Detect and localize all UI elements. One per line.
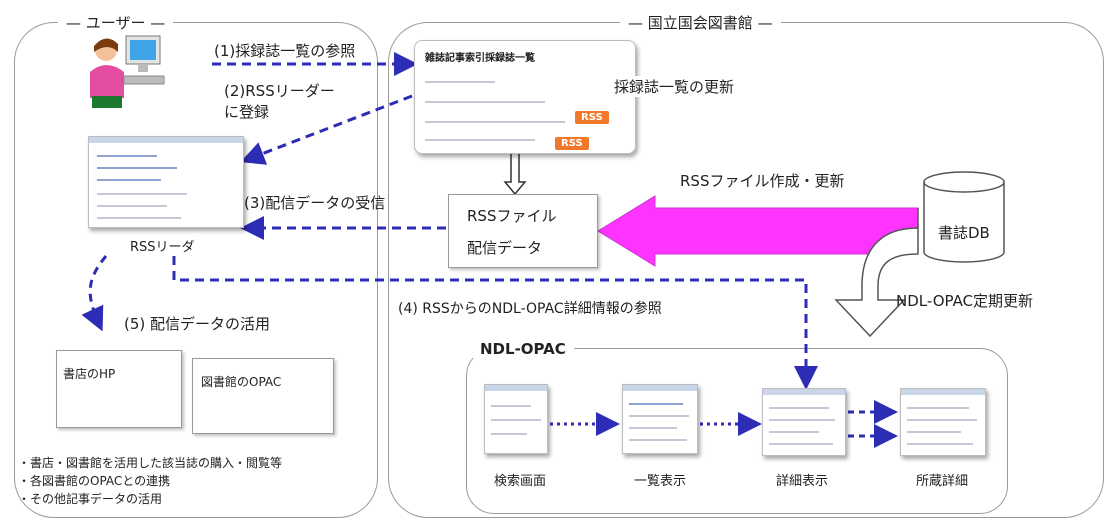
rss-reader-label: RSSリーダ (130, 240, 195, 255)
opac-holdings-screen (900, 388, 986, 456)
bullet-3: ・その他記事データの活用 (18, 492, 163, 506)
journal-list-screenshot: 雑誌記事索引採録誌一覧 RSS RSS (414, 40, 636, 154)
user-icon (90, 35, 165, 108)
arrow-step5 (81, 255, 108, 332)
journal-list-title: 雑誌記事索引採録誌一覧 (425, 53, 535, 64)
rss-badge-2: RSS (555, 137, 589, 150)
step2-label-line1: (2)RSSリーダー (224, 82, 335, 100)
delivery-data-label: 配信データ (467, 239, 543, 257)
arrow-step4 (172, 256, 818, 390)
arrow-step2 (240, 94, 413, 165)
ndl-panel-title: — 国立国会図書館 — (620, 12, 781, 33)
rss-badge-1: RSS (575, 111, 609, 124)
opac-holdings-label: 所蔵詳細 (916, 474, 969, 489)
opac-panel-title: NDL-OPAC (472, 340, 574, 358)
step5-label: (5) 配信データの活用 (124, 315, 271, 333)
opac-update-label: NDL-OPAC定期更新 (896, 292, 1034, 310)
user-panel (14, 22, 378, 518)
library-opac-box: 図書館のOPAC (192, 358, 334, 434)
db-label: 書誌DB (938, 224, 990, 242)
opac-panel (466, 348, 1008, 514)
opac-list-screen (622, 384, 698, 454)
rss-reader-screenshot (88, 136, 244, 228)
step1-label: (1)採録誌一覧の参照 (214, 42, 356, 60)
rss-file-label: RSSファイル (467, 207, 557, 225)
bookstore-hp-label: 書店のHP (63, 367, 116, 381)
opac-detail-screen (762, 388, 846, 456)
arrow-list-to-file (503, 151, 527, 196)
opac-list-label: 一覧表示 (634, 474, 687, 489)
library-opac-label: 図書館のOPAC (201, 375, 282, 389)
user-panel-title: — ユーザー — (58, 12, 174, 33)
list-update-label: 採録誌一覧の更新 (614, 76, 735, 97)
bookstore-hp-box: 書店のHP (56, 350, 182, 428)
db-cylinder (923, 171, 1005, 263)
step2-label-line2: に登録 (224, 103, 270, 121)
arrow-db-to-opac (834, 208, 919, 338)
opac-detail-label: 詳細表示 (776, 474, 829, 489)
rss-file-box: RSSファイル 配信データ (448, 194, 598, 268)
rss-create-label: RSSファイル作成・更新 (680, 172, 845, 190)
opac-search-screen (484, 384, 548, 454)
bullet-2: ・各図書館のOPACとの連携 (18, 474, 171, 488)
step4-label: (4) RSSからのNDL-OPAC詳細情報の参照 (398, 301, 662, 317)
step3-label: (3)配信データの受信 (244, 194, 386, 212)
opac-search-label: 検索画面 (494, 474, 547, 489)
bullet-1: ・書店・図書館を活用した該当誌の購入・閲覧等 (18, 456, 283, 470)
